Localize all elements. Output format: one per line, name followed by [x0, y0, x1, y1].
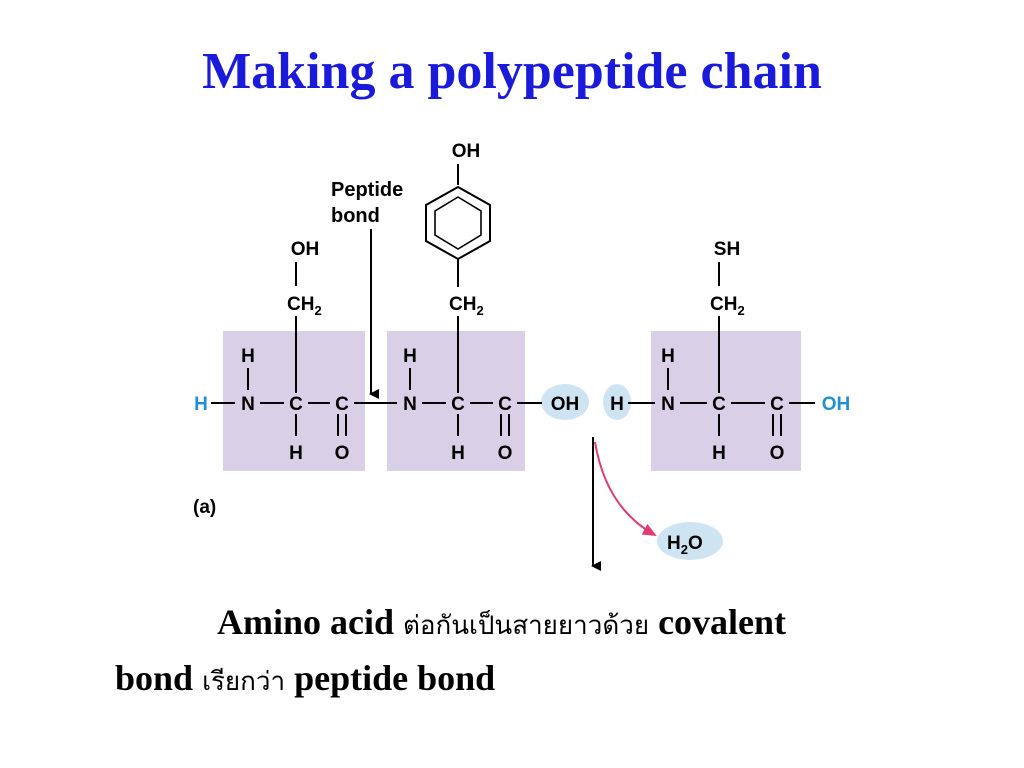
caption-line-2: bond เรียกว่า peptide bond [115, 658, 495, 698]
water-label: H2O [667, 533, 703, 557]
aa1-side-oh: OH [291, 239, 320, 260]
aa2-o-bottom: O [498, 443, 513, 464]
amino-acid-2: OH CH2 H N C H C O OH [403, 141, 579, 464]
aa3-side-sh: SH [714, 239, 740, 260]
amino-acid-3-box [651, 331, 801, 471]
caption-line-1: Amino acid ต่อกันเป็นสายยาวด้วย covalent [115, 596, 945, 652]
aa3-h-bottom: H [712, 443, 726, 464]
aa3-terminal-oh: OH [822, 394, 851, 415]
aa3-n: N [661, 394, 675, 415]
aa3-c-carbonyl: C [770, 394, 784, 415]
aa2-amine-h: H [403, 346, 417, 367]
caption-peptide-bond: peptide bond [294, 658, 496, 698]
caption-amino-acid: Amino acid [217, 602, 395, 642]
panel-label: (a) [193, 497, 216, 518]
water-release-arrow [594, 441, 657, 536]
water-highlight [657, 522, 723, 560]
page-title: Making a polypeptide chain [202, 43, 822, 100]
caption-bond: bond [115, 658, 194, 698]
aa3-side-ch2: CH2 [710, 294, 745, 318]
aa1-h-bottom: H [289, 443, 303, 464]
amino-acid-1-box [223, 331, 365, 471]
peptide-bond-label: Peptide [331, 179, 403, 201]
caption-thai-2: เรียกว่า [202, 667, 286, 697]
aa3-free-h: H [610, 394, 624, 415]
caption-covalent: covalent [658, 602, 787, 642]
hydroxyl-highlight [541, 384, 589, 420]
amino-acid-3: H SH CH2 H N C H C O OH [610, 239, 850, 464]
aa3-o-bottom: O [770, 443, 785, 464]
aa1-c-alpha: C [289, 394, 303, 415]
aa2-c-carbonyl: C [498, 394, 512, 415]
aa2-side-ch2: CH2 [449, 294, 484, 318]
aa1-side-ch2: CH2 [287, 294, 322, 318]
aa2-c-alpha: C [451, 394, 465, 415]
aa1-o-bottom: O [335, 443, 350, 464]
peptide-bond-label-2: bond [331, 205, 380, 227]
aa1-terminal-h: H [194, 394, 208, 415]
hydrogen-highlight [603, 384, 631, 420]
aa2-n: N [403, 394, 417, 415]
caption-thai-1: ต่อกันเป็นสายยาวด้วย [403, 611, 650, 641]
caption: Amino acid ต่อกันเป็นสายยาวด้วย covalent… [115, 596, 945, 708]
amino-acid-1: OH CH2 H H N C H C O [194, 239, 397, 464]
amino-acid-2-box [387, 331, 525, 471]
aa3-c-alpha: C [712, 394, 726, 415]
aa2-hydroxyl: OH [551, 394, 580, 415]
aa1-amine-h: H [241, 346, 255, 367]
aa2-h-bottom: H [451, 443, 465, 464]
aa1-n: N [241, 394, 255, 415]
aa3-amine-h: H [661, 346, 675, 367]
aa2-ring-oh: OH [452, 141, 481, 162]
aa1-c-carbonyl: C [335, 394, 349, 415]
